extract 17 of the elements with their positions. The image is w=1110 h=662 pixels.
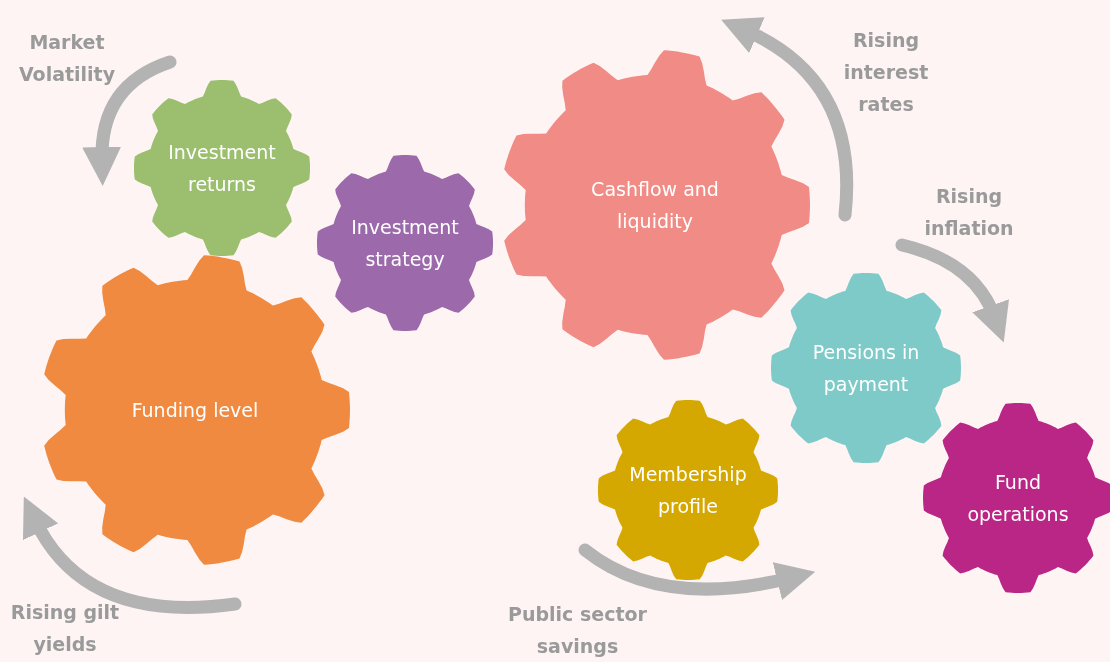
annotation-text: Rising inflation [923,184,1015,241]
gear [317,155,493,331]
annotation-text: Public sector savings [507,602,648,659]
gear [771,273,961,463]
gear-label: Cashflow and liquidity [590,177,720,234]
gear [598,400,778,580]
annotation-text: Rising interest rates [842,28,930,117]
gear-label: Membership profile [628,462,748,519]
gear-label: Investment returns [167,140,277,197]
annotation-text: Market Volatility [17,30,117,87]
gear-label: Investment strategy [350,215,460,272]
gear-label: Pensions in payment [811,340,921,397]
annotation-text: Rising gilt yields [9,600,121,657]
gear-label: Funding level [130,398,260,423]
gear [923,403,1110,593]
gear-label: Fund operations [966,470,1070,527]
gear [134,80,310,256]
